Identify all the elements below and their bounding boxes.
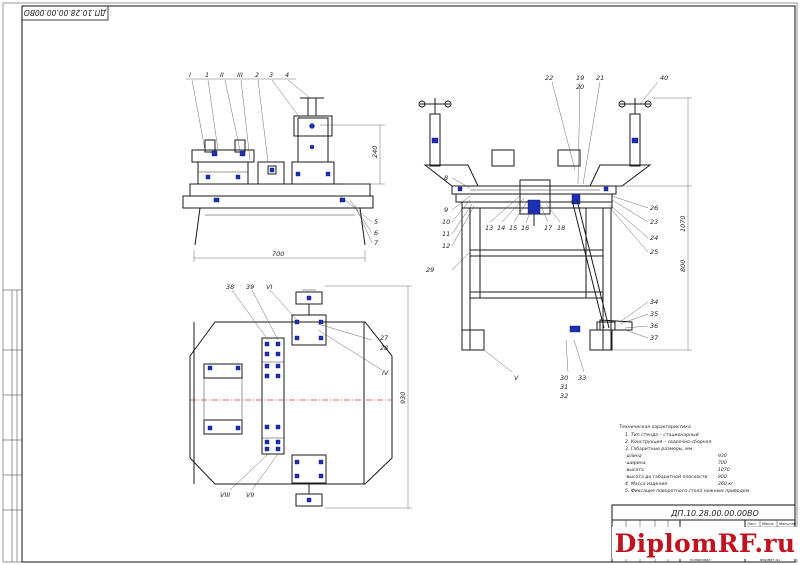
callout-11: 11: [442, 230, 450, 238]
callout-I: I: [189, 71, 191, 79]
callout-18: 18: [557, 224, 565, 232]
callout-2: 2: [255, 71, 259, 79]
title-code: ДП.10.28.00.00.00ВО: [670, 509, 759, 518]
callout-VIII: VIII: [220, 491, 230, 499]
callout-17: 17: [544, 224, 553, 232]
callout-1: 1: [205, 71, 209, 79]
callout-40: 40: [660, 74, 668, 82]
callout-29: 29: [426, 266, 434, 274]
callout-IV: IV: [382, 369, 389, 377]
callout-35: 35: [650, 310, 658, 318]
specs-heading: Техническая характеристика: [619, 424, 691, 430]
callout-34: 34: [650, 298, 658, 306]
spec-line-3: 3. Габаритные размеры, мм: [625, 446, 693, 452]
spec-value-width: 700: [718, 460, 727, 466]
callout-16: 16: [521, 224, 529, 232]
callout-4: 4: [285, 71, 289, 79]
spec-line-9: 5. Фиксация поворотного стола ножным при…: [625, 488, 750, 494]
callout-12: 12: [442, 242, 450, 250]
callout-30: 30: [560, 374, 568, 382]
callout-III: III: [237, 71, 243, 79]
callout-7: 7: [374, 239, 379, 247]
front-view-labels: I 1 II III 2 3 4 5 6 7 240 700: [189, 71, 379, 258]
callout-14: 14: [497, 224, 505, 232]
callout-37: 37: [650, 334, 659, 342]
spec-line-6: -высота: [625, 468, 644, 473]
tech-specs: Техническая характеристика 1. Тип стенда…: [619, 424, 749, 494]
callout-VII: VII: [246, 491, 254, 499]
callout-3: 3: [269, 71, 273, 79]
spec-line-2: 2. Конструкция – сварочно-сборная: [625, 439, 711, 445]
callout-26: 26: [650, 204, 658, 212]
callout-VI: VI: [266, 283, 272, 291]
stamp-sheet: Лист: [746, 522, 757, 526]
callout-33: 33: [578, 374, 586, 382]
stamp-mass: Масса: [762, 522, 773, 526]
rotated-code-text: ДП.10.28.00.00.00ВО: [24, 8, 107, 17]
plan-view: [189, 285, 412, 509]
callout-39: 39: [246, 283, 254, 291]
callout-10: 10: [442, 218, 450, 226]
stamp-copied: Копировал: [690, 558, 711, 562]
stamp-scale: Масштаб: [779, 522, 797, 526]
dim-800: 800: [679, 260, 687, 272]
stamp-format: Формат А1: [760, 558, 780, 562]
callout-31: 31: [560, 383, 568, 391]
side-view: [418, 81, 692, 373]
callout-27: 27: [380, 334, 389, 342]
rotated-code-box: [21, 5, 109, 21]
callout-24: 24: [650, 234, 658, 242]
plan-view-labels: 38 39 VI 27 28 IV VIII VII 930: [220, 283, 407, 499]
side-view-labels: 22 19 20 21 40 26 23 24 25 34 35 36 37 8…: [426, 74, 687, 400]
callout-21: 21: [596, 74, 604, 82]
callout-23: 23: [650, 218, 658, 226]
spec-line-7: -высота до габаритной плоскости: [625, 474, 708, 480]
callout-25: 25: [650, 248, 658, 256]
callout-9: 9: [444, 206, 448, 214]
dim-1070: 1070: [679, 215, 687, 232]
callout-19: 19: [576, 74, 584, 82]
spec-value-length: 930: [718, 453, 727, 459]
spec-line-1: 1. Тип стенда – стационарный: [625, 432, 699, 438]
callout-II: II: [220, 71, 224, 79]
callout-8: 8: [444, 174, 448, 182]
spec-value-overall: 800: [718, 474, 727, 480]
dim-240: 240: [371, 146, 379, 158]
dim-930: 930: [399, 392, 407, 404]
spec-line-8: 4. Масса изделия: [625, 481, 667, 487]
watermark-box: DiplomRF.ru: [612, 527, 798, 559]
callout-13: 13: [485, 224, 493, 232]
spec-line-5: -ширина: [625, 461, 646, 466]
spec-value-height: 1070: [718, 467, 730, 473]
callout-5: 5: [374, 218, 378, 226]
callout-28: 28: [380, 344, 388, 352]
callout-6: 6: [374, 229, 378, 237]
binding-strip: [3, 289, 22, 562]
spec-line-4: -длина: [625, 454, 642, 459]
watermark-text: DiplomRF.ru: [614, 528, 796, 558]
callout-32: 32: [560, 392, 568, 400]
callout-36: 36: [650, 322, 658, 330]
callout-15: 15: [509, 224, 517, 232]
callout-38: 38: [226, 283, 234, 291]
callout-22: 22: [545, 74, 553, 82]
front-view: [182, 78, 385, 262]
dim-700: 700: [272, 250, 284, 258]
callout-V: V: [514, 374, 519, 382]
callout-20: 20: [576, 83, 584, 91]
spec-value-mass: 260 кг: [718, 481, 734, 487]
inner-frame: [21, 5, 796, 563]
